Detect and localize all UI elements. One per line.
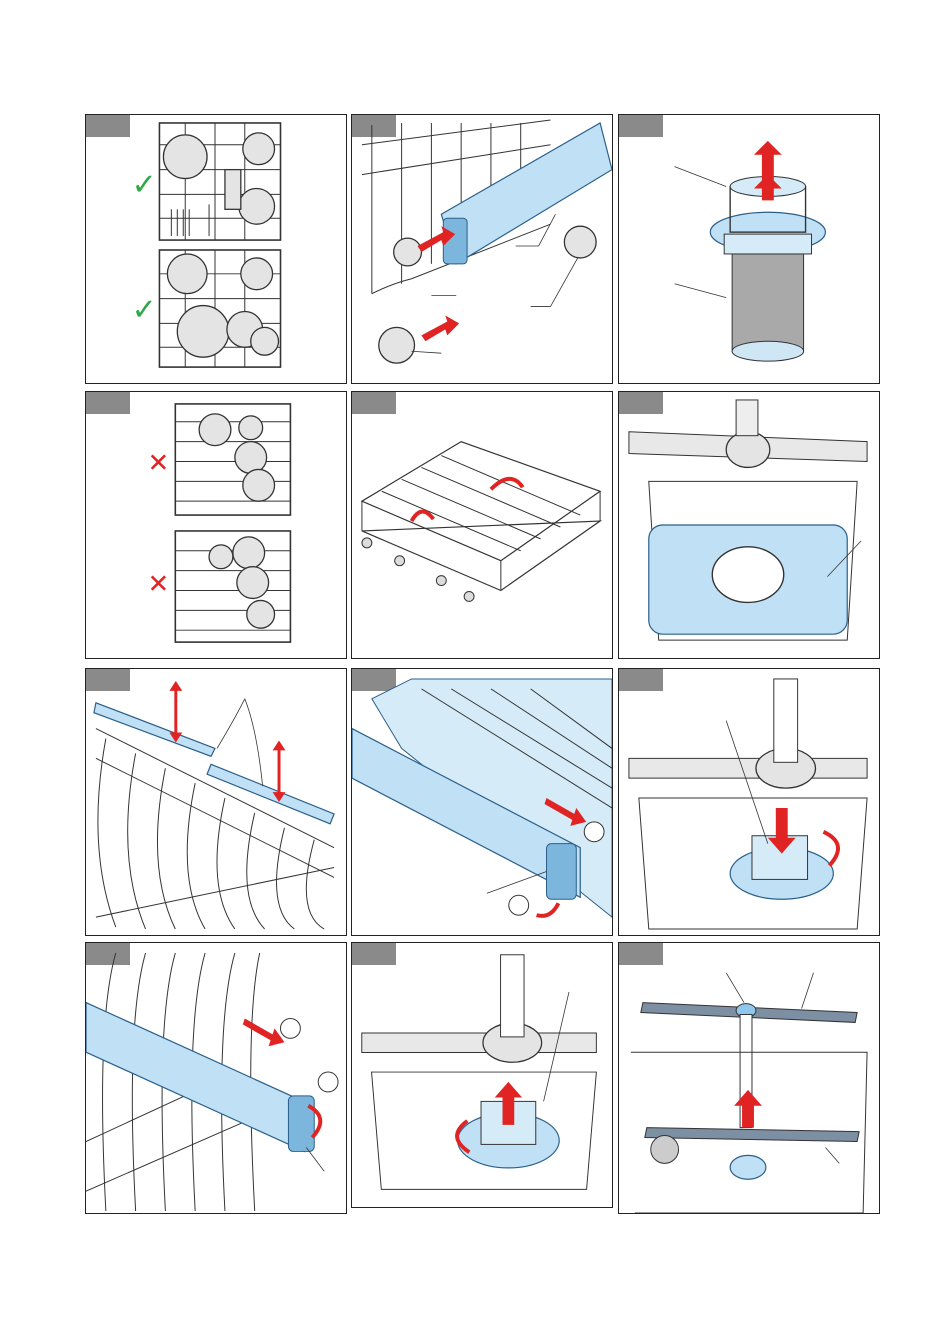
arrow-icon: [243, 1018, 285, 1046]
basket-illustration: [352, 392, 612, 658]
check-mark-icon: ✓: [132, 168, 157, 201]
panel-rail-slide: [351, 668, 613, 936]
arrow-updown-icon: [169, 681, 182, 743]
panel-filter-removal: [618, 114, 880, 384]
rack-rail-illustration: [352, 115, 612, 383]
rail-slide-illustration: [352, 669, 612, 935]
panel-basket-folding-spikes: [351, 391, 613, 659]
arrow-updown-icon: [273, 740, 286, 802]
panel-rack-tines: [85, 668, 347, 936]
filter-lift-illustration: [352, 943, 612, 1207]
rack-tines-illustration: [86, 669, 346, 935]
rack-loading-correct-illustration: ✓ ✓: [86, 115, 346, 383]
panel-rack-loading-correct: ✓ ✓: [85, 114, 347, 384]
panel-spray-arms: [618, 942, 880, 1214]
cross-mark-icon: ✕: [148, 570, 170, 598]
panel-rack-rail: [351, 114, 613, 384]
cross-mark-icon: ✕: [148, 449, 170, 477]
rotate-arrow-icon: [412, 512, 434, 521]
rotate-arrow-icon: [537, 903, 559, 916]
filter-insert-illustration: [619, 669, 879, 935]
sump-plate-illustration: [619, 392, 879, 658]
spray-arms-illustration: [619, 943, 879, 1213]
rail-rotate-illustration: [86, 943, 346, 1213]
panel-rail-rotate: [85, 942, 347, 1214]
arrow-up-icon: [734, 1090, 762, 1128]
panel-rack-loading-wrong: ✕ ✕: [85, 391, 347, 659]
arrow-icon: [421, 315, 459, 341]
filter-removal-illustration: [619, 115, 879, 383]
panel-sump-plate: [618, 391, 880, 659]
panel-filter-insert: [618, 668, 880, 936]
check-mark-icon: ✓: [132, 293, 157, 326]
rack-loading-wrong-illustration: ✕ ✕: [86, 392, 346, 658]
panel-filter-lift: [351, 942, 613, 1208]
